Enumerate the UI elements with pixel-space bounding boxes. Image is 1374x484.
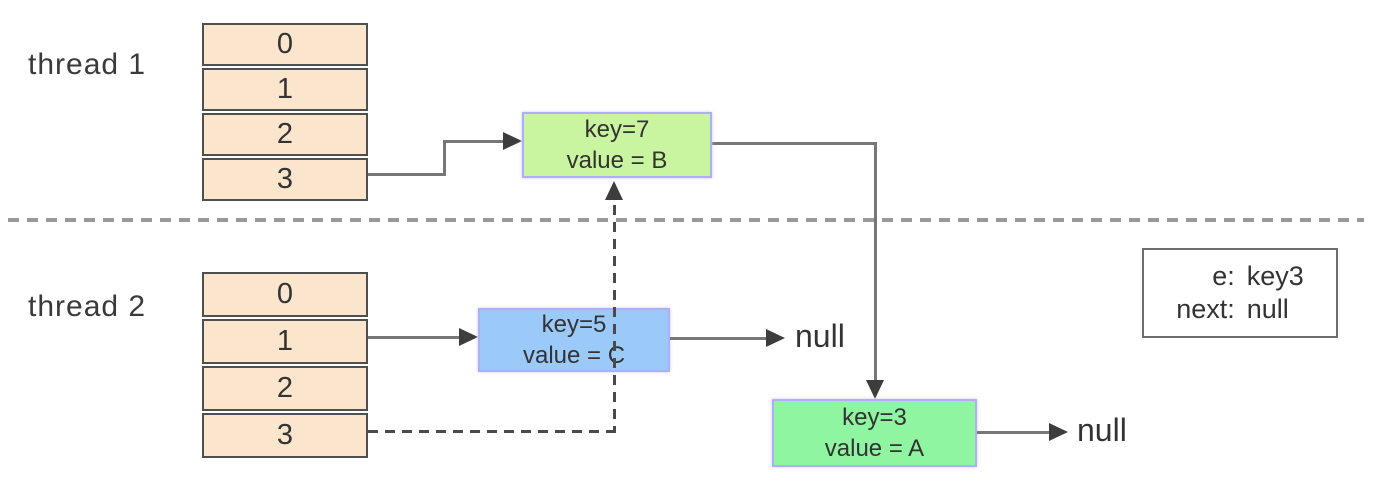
thread1-bucket-1: 1 (202, 68, 368, 111)
entry-note-box: e: key3 next: null (1142, 248, 1338, 338)
thread2-bucket-array: 0 1 2 3 (202, 272, 368, 458)
node-key5-value: value = C (522, 342, 626, 369)
node-key5-key: key=5 (541, 311, 607, 338)
thread1-bucket-3: 3 (202, 158, 368, 201)
thread2-bucket-2: 2 (202, 366, 368, 411)
node-key5: key=5 value = C (478, 308, 670, 372)
thread1-bucket-2: 2 (202, 113, 368, 156)
thread1-bucket-0: 0 (202, 23, 368, 66)
arrowhead-key3-null (1049, 423, 1068, 441)
arrowhead-into-key7 (503, 132, 522, 150)
arrowhead-key5-null (766, 329, 785, 347)
node-key7: key=7 value = B (522, 112, 712, 178)
connector-key5-null (670, 337, 768, 340)
note-next-label: next: (1176, 294, 1235, 324)
arrowhead-into-key3 (866, 380, 884, 399)
note-e-label: e: (1212, 261, 1235, 291)
node-key3-value: value = A (824, 435, 925, 462)
thread-divider-dashed-line (8, 218, 1364, 222)
connector-t1b3-key7-seg2 (443, 140, 446, 176)
node-key3-key: key=3 (842, 404, 907, 431)
dashed-connector-t2b3-seg1 (368, 430, 617, 433)
note-next-value: null (1246, 294, 1289, 324)
thread2-label: thread 2 (28, 290, 147, 323)
connector-t1b3-key7-seg1 (368, 173, 446, 176)
node-key3: key=3 value = A (772, 399, 977, 467)
connector-t2b1-key5 (368, 336, 460, 339)
node-key7-key: key=7 (584, 116, 650, 143)
note-e-value: key3 (1246, 261, 1304, 291)
connector-key3-null (977, 431, 1051, 434)
connector-key7-key3-seg1 (712, 142, 877, 145)
thread1-bucket-array: 0 1 2 3 (202, 23, 368, 201)
node-key7-value: value = B (566, 147, 668, 174)
null-label-key5: null (795, 318, 845, 354)
thread2-bucket-0: 0 (202, 272, 368, 317)
dashed-connector-t2b3-seg2 (613, 205, 616, 433)
dashed-arrowhead-into-key7 (605, 181, 623, 200)
thread2-bucket-1: 1 (202, 319, 368, 364)
arrowhead-into-key5 (459, 328, 478, 346)
thread2-bucket-3: 3 (202, 413, 368, 458)
connector-key7-key3-seg2 (874, 142, 877, 384)
thread1-label: thread 1 (28, 48, 147, 81)
null-label-key3: null (1077, 412, 1127, 448)
connector-t1b3-key7-seg3 (443, 140, 505, 143)
